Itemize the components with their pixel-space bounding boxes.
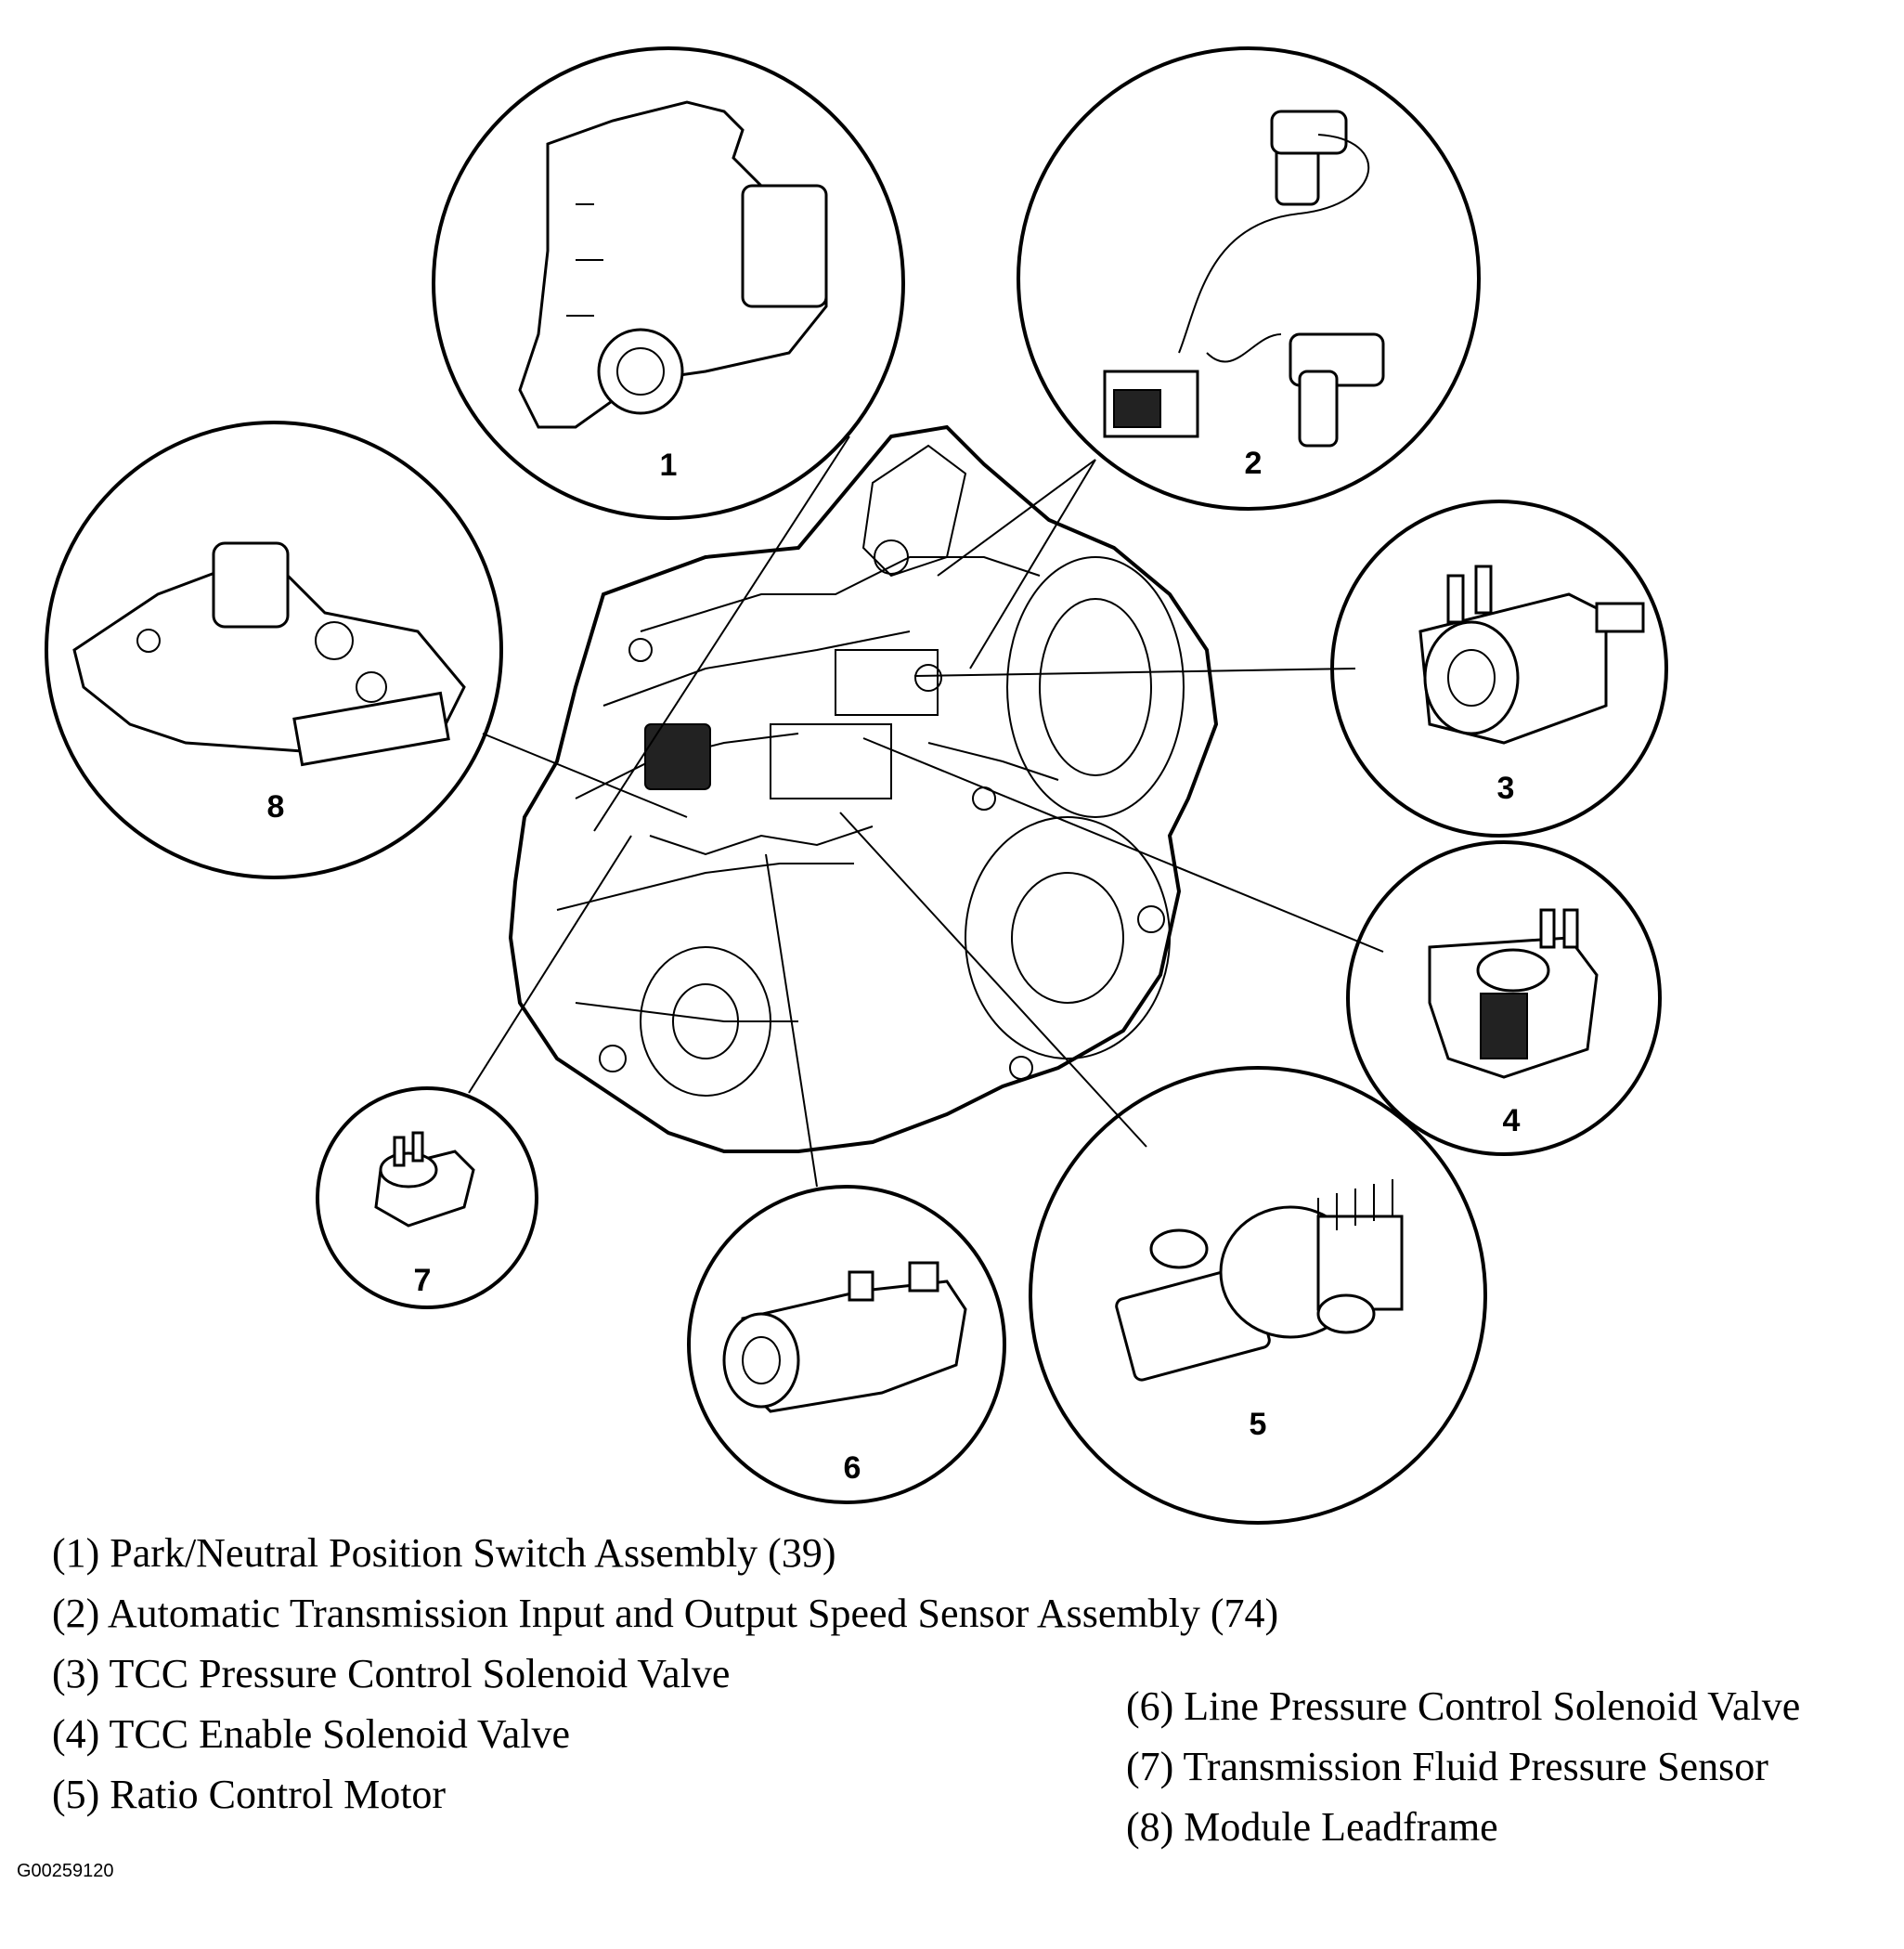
legend-item-2: (2) Automatic Transmission Input and Out… — [52, 1591, 1279, 1636]
leader-lines — [468, 435, 1384, 1188]
callout-5: 5 — [1029, 1066, 1487, 1525]
legend-item-1: (1) Park/Neutral Position Switch Assembl… — [52, 1530, 836, 1576]
callout-3: 3 — [1330, 500, 1668, 838]
legend-item-3: (3) TCC Pressure Control Solenoid Valve — [52, 1651, 731, 1696]
callout-number-3: 3 — [1497, 771, 1515, 806]
callout-7: 7 — [316, 1086, 538, 1309]
legend-right: (6) Line Pressure Control Solenoid Valve… — [1126, 1676, 1800, 1857]
legend-left: (1) Park/Neutral Position Switch Assembl… — [52, 1523, 1278, 1825]
callout-1: 1 — [432, 46, 905, 520]
transmission-assembly — [508, 424, 1219, 1153]
callout-number-5: 5 — [1250, 1407, 1267, 1442]
legend-item-5: (5) Ratio Control Motor — [52, 1772, 447, 1817]
callout-number-2: 2 — [1245, 446, 1263, 481]
callout-number-6: 6 — [844, 1450, 861, 1486]
callout-number-7: 7 — [414, 1263, 432, 1298]
legend-item-6: (6) Line Pressure Control Solenoid Valve — [1126, 1683, 1801, 1729]
callout-2: 2 — [1017, 46, 1481, 511]
callout-number-8: 8 — [267, 789, 285, 825]
callout-number-1: 1 — [660, 448, 678, 483]
callout-number-4: 4 — [1503, 1103, 1521, 1138]
callout-4: 4 — [1346, 840, 1662, 1156]
figure-id: G00259120 — [17, 1861, 114, 1881]
legend-item-7: (7) Transmission Fluid Pressure Sensor — [1126, 1744, 1768, 1789]
legend-item-4: (4) TCC Enable Solenoid Valve — [52, 1711, 571, 1757]
callout-8: 8 — [45, 421, 503, 879]
legend-item-8: (8) Module Leadframe — [1126, 1804, 1498, 1850]
callout-6: 6 — [687, 1185, 1006, 1504]
